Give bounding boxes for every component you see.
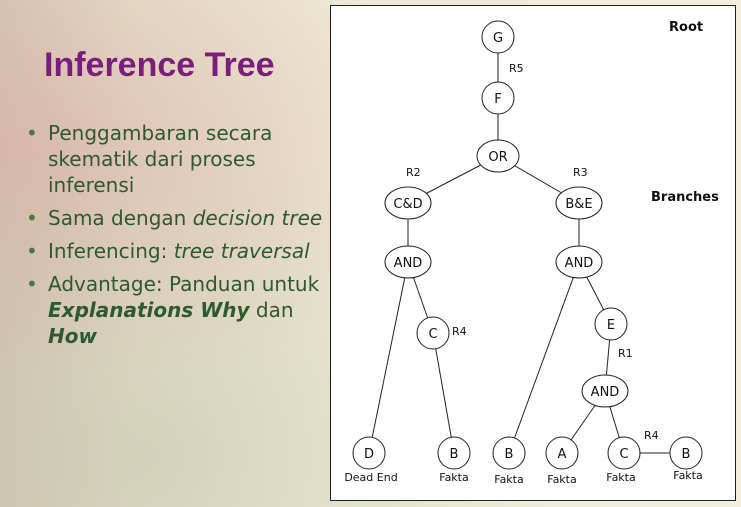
tree-node-label: AND — [591, 385, 620, 400]
rule-label: R4 — [644, 429, 659, 442]
slide-title: Inference Tree — [44, 46, 275, 84]
tree-edge — [508, 261, 580, 454]
bullet-text: dan — [249, 298, 294, 322]
bullet-item: Advantage: Panduan untuk Explanations Wh… — [26, 271, 326, 349]
bullet-item: Inferencing: tree traversal — [26, 238, 326, 264]
tree-node-label: B — [505, 447, 514, 462]
tree-node-label: G — [493, 31, 503, 46]
leaf-caption: Dead End — [344, 471, 397, 484]
bullet-text: Inferencing: — [48, 239, 174, 263]
tree-node — [476, 139, 520, 173]
tree-node-label: AND — [394, 256, 423, 271]
tree-node — [607, 436, 641, 470]
bullet-text: Advantage: Panduan untuk — [48, 272, 320, 296]
leaf-caption: Fakta — [439, 471, 468, 484]
tree-node-label: B — [682, 447, 691, 462]
tree-node — [352, 436, 386, 470]
tree-node-label: A — [558, 447, 567, 462]
tree-node-label: B — [450, 447, 459, 462]
rule-label: R3 — [573, 166, 588, 179]
bullet-text: tree traversal — [173, 239, 310, 263]
tree-edge — [432, 332, 455, 454]
bullet-item: Penggambaran secara skematik dari proses… — [26, 120, 326, 198]
tree-node — [545, 436, 579, 470]
tree-node — [416, 316, 450, 350]
tree-node — [669, 436, 703, 470]
tree-node-label: C — [428, 327, 437, 342]
tree-node — [492, 436, 526, 470]
leaf-caption: Fakta — [547, 473, 576, 486]
tree-edge — [368, 261, 409, 454]
bullet-text: decision tree — [192, 206, 323, 230]
leaf-caption: Fakta — [606, 471, 635, 484]
tree-node — [581, 374, 629, 408]
tree-node — [555, 186, 603, 220]
bullet-text: Explanations Why — [48, 298, 250, 322]
bullet-list: Penggambaran secara skematik dari proses… — [26, 120, 326, 356]
tree-node — [437, 436, 471, 470]
rule-label: R5 — [509, 62, 524, 75]
tree-node — [594, 307, 628, 341]
rule-label: R1 — [618, 347, 633, 360]
rule-label: R2 — [406, 166, 421, 179]
tree-node — [555, 245, 603, 279]
bullet-text: Penggambaran secara skematik dari proses… — [48, 121, 273, 197]
tree-node — [481, 20, 515, 54]
bullet-item: Sama dengan decision tree — [26, 205, 326, 231]
leaf-caption: Fakta — [494, 473, 523, 486]
rule-label: R4 — [452, 325, 467, 338]
tree-node-label: OR — [488, 150, 507, 165]
tree-node-label: B&E — [565, 197, 592, 212]
tree-node — [384, 245, 432, 279]
tree-node-label: D — [364, 447, 374, 462]
tree-node-label: E — [607, 318, 615, 333]
leaf-caption: Fakta — [673, 469, 702, 482]
tree-node — [384, 186, 432, 220]
tree-node — [481, 81, 515, 115]
bullet-text: Sama dengan — [48, 206, 193, 230]
bullet-text: How — [48, 324, 97, 348]
tree-node-label: F — [494, 92, 501, 107]
root-label: Root — [669, 20, 703, 35]
tree-node-label: C&D — [393, 197, 422, 212]
tree-node-label: C — [619, 447, 628, 462]
branches-label: Branches — [651, 190, 719, 205]
tree-node-label: AND — [565, 256, 594, 271]
